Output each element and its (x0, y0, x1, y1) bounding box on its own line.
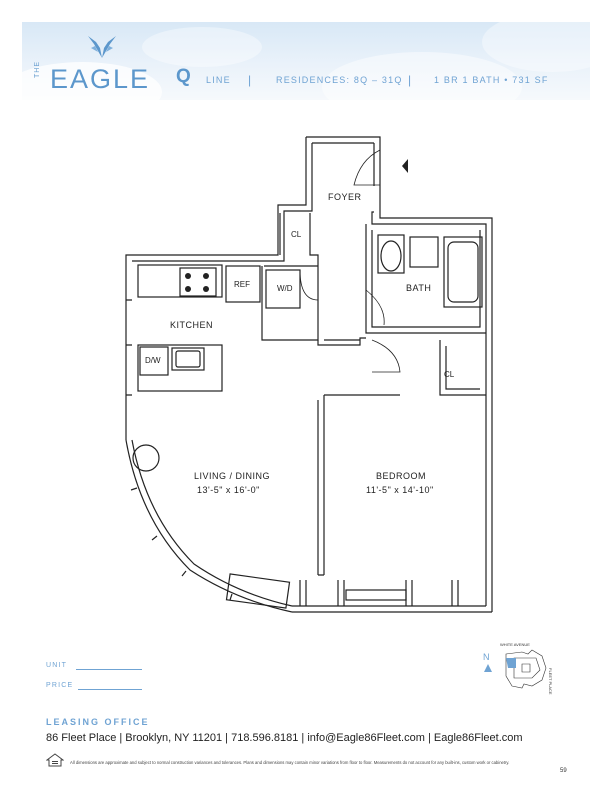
residences-range: RESIDENCES: 8Q – 31Q (276, 75, 403, 85)
cloud-shape (322, 52, 522, 100)
appliance-label-dw: D/W (145, 356, 161, 365)
room-label-closet: CL (444, 370, 455, 379)
kitchen-sink (171, 347, 205, 371)
stove (179, 267, 217, 297)
radiator (225, 573, 291, 609)
room-label-kitchen: KITCHEN (170, 320, 214, 330)
refrigerator (225, 265, 261, 303)
north-label: N (483, 652, 490, 662)
bedroom-door (371, 339, 401, 373)
leasing-office-title: LEASING OFFICE (46, 717, 150, 727)
room-dims-bedroom: 11'-5" x 14'-10" (366, 485, 434, 495)
dishwasher (139, 346, 169, 376)
bath-wall (365, 224, 486, 334)
unit-specs: 1 BR 1 BATH • 731 SF (434, 75, 549, 85)
outer-wall (125, 136, 381, 440)
equal-housing-icon (46, 753, 64, 767)
toilet-tank (377, 234, 405, 274)
price-label: PRICE (46, 682, 74, 689)
bedroom-closet-wall (439, 340, 486, 396)
key-plan-diagram (505, 649, 547, 689)
logo-eagle: EAGLE (50, 64, 151, 94)
room-label-foyer: FOYER (328, 192, 362, 202)
header-divider: | (248, 73, 252, 87)
header-banner: THE EAGLE Q LINE | RESIDENCES: 8Q – 31Q … (22, 22, 590, 100)
contact-info: 86 Fleet Place | Brooklyn, NY 11201 | 71… (46, 732, 523, 744)
washer-dryer (265, 269, 301, 309)
radiator (345, 589, 407, 601)
eagle-wings-icon (88, 36, 116, 58)
outer-wall-right (379, 190, 493, 612)
curved-window-wall (125, 439, 293, 613)
toilet-bowl (380, 240, 402, 272)
appliance-label-wd: W/D (277, 284, 293, 293)
kitchen-island (137, 344, 223, 392)
north-arrow-icon (484, 664, 492, 672)
wd-closet-wall (261, 266, 319, 341)
room-dims-living: 13'-5" x 16'-0" (197, 485, 260, 495)
unit-highlight (506, 658, 516, 668)
page-number: 59 (560, 768, 567, 774)
room-label-living: LIVING / DINING (194, 471, 271, 481)
header-divider: | (408, 73, 412, 87)
foyer-closet-wall (279, 213, 319, 270)
line-letter: Q (176, 66, 191, 87)
kitchen-counter (137, 264, 223, 298)
bathtub (443, 236, 483, 308)
entry-door (353, 149, 381, 186)
line-label: LINE (206, 75, 231, 85)
room-label-bedroom: BEDROOM (376, 471, 427, 481)
bath-vanity (409, 236, 439, 268)
cloud-shape (142, 27, 262, 67)
room-label-closet: CL (291, 230, 302, 239)
appliance-label-ref: REF (234, 280, 250, 289)
disclaimer-text: All dimensions are approximate and subje… (70, 760, 510, 765)
column (132, 444, 160, 472)
bath-door (365, 289, 385, 326)
price-field-line (78, 689, 142, 690)
keyplan-street-side: FLEET PLACE (548, 668, 553, 695)
keyplan-street-top: WHITE AVENUE (500, 642, 530, 647)
room-label-bath: BATH (406, 283, 432, 293)
wd-door (299, 269, 319, 301)
unit-field-line (76, 669, 142, 670)
entry-arrow-icon (402, 159, 408, 173)
unit-label: UNIT (46, 662, 68, 669)
bedroom-wall (317, 394, 400, 576)
